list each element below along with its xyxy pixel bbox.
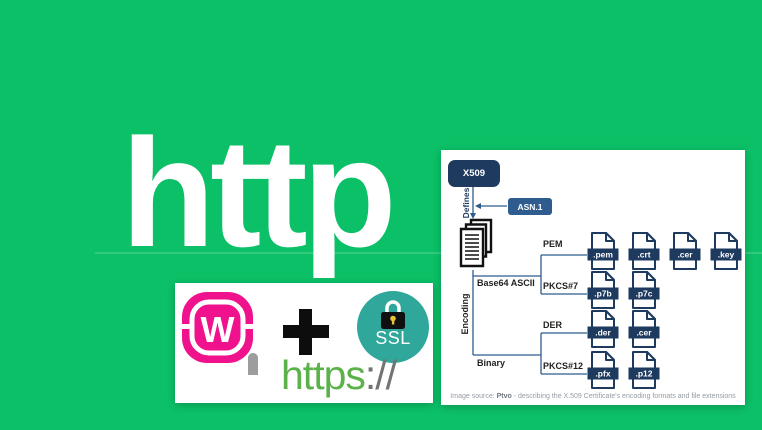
file-icon-pem: .pem: [587, 232, 619, 270]
file-icon-pfx: .pfx: [587, 351, 619, 389]
svg-text:.p7b: .p7b: [594, 289, 611, 299]
format-label-pkcs12: PKCS#12: [543, 361, 584, 371]
svg-text:.p12: .p12: [635, 369, 652, 379]
ssl-padlock-icon: [381, 300, 405, 329]
svg-text:.crt: .crt: [637, 250, 650, 260]
caption-suffix: - describing the X.509 Certificate's enc…: [511, 393, 736, 400]
wampserver-logo: W: [181, 291, 254, 364]
file-icon-p12: .p12: [628, 351, 660, 389]
url-scheme: https: [281, 352, 366, 398]
url-separator: ://: [364, 352, 397, 398]
background-seam-line: [95, 252, 762, 254]
svg-text:.cer: .cer: [677, 250, 693, 260]
format-label-der: DER: [543, 320, 563, 330]
file-icon-cer: .cer: [669, 232, 701, 270]
file-icon-p7b: .p7b: [587, 271, 619, 309]
https-lock-icon: [248, 352, 275, 395]
ssl-badge-label: SSL: [375, 328, 411, 348]
defines-label: Defines: [461, 187, 471, 219]
hero-text-clip: http: [0, 110, 438, 278]
svg-text:.cer: .cer: [636, 328, 652, 338]
diagram-connector-lines: [470, 187, 587, 375]
svg-text:.p7c: .p7c: [635, 289, 652, 299]
file-row-pem: .pem .crt .cer .key: [587, 232, 742, 270]
https-url-text: https://: [281, 355, 397, 396]
format-label-pkcs7: PKCS#7: [543, 281, 579, 291]
branch-label-base64: Base64 ASCII: [477, 278, 535, 288]
https-url: https://: [248, 352, 397, 396]
caption-source: Ptvo: [496, 393, 512, 400]
branch-label-binary: Binary: [477, 358, 506, 368]
caption-prefix: Image source:: [450, 393, 497, 400]
file-icon-p7c: .p7c: [628, 271, 660, 309]
wampserver-w-icon: W: [181, 292, 254, 363]
image-source-caption: Image source: Ptvo - describing the X.50…: [441, 393, 745, 400]
svg-text:.der: .der: [595, 328, 611, 338]
file-icon-cer: .cer: [628, 310, 660, 348]
file-icon-crt: .crt: [628, 232, 660, 270]
lock-shackle: [248, 352, 258, 375]
x509-node: X509: [448, 160, 500, 187]
svg-text:.pfx: .pfx: [595, 369, 610, 379]
ssl-badge: SSL: [357, 291, 429, 363]
file-row-pkcs7: .p7b .p7c: [587, 271, 660, 309]
file-row-pkcs12: .pfx .p12: [587, 351, 660, 389]
wamp-logo-letter: W: [201, 309, 235, 350]
asn1-node: ASN.1: [508, 198, 552, 215]
format-label-pem: PEM: [543, 239, 563, 249]
x509-encoding-diagram: X509 Defines ASN.1 Encoding Base64 ASCII…: [441, 150, 745, 405]
file-row-der: .der .cer: [587, 310, 660, 348]
svg-text:.key: .key: [718, 250, 735, 260]
file-icon-der: .der: [587, 310, 619, 348]
wamp-ssl-panel: W SSL https://: [175, 283, 433, 403]
svg-text:.pem: .pem: [593, 250, 613, 260]
file-icon-key: .key: [710, 232, 742, 270]
certificate-documents-icon: [457, 218, 499, 272]
http-headline: http: [121, 110, 397, 278]
encoding-label: Encoding: [460, 293, 470, 335]
plus-icon: [283, 309, 329, 355]
